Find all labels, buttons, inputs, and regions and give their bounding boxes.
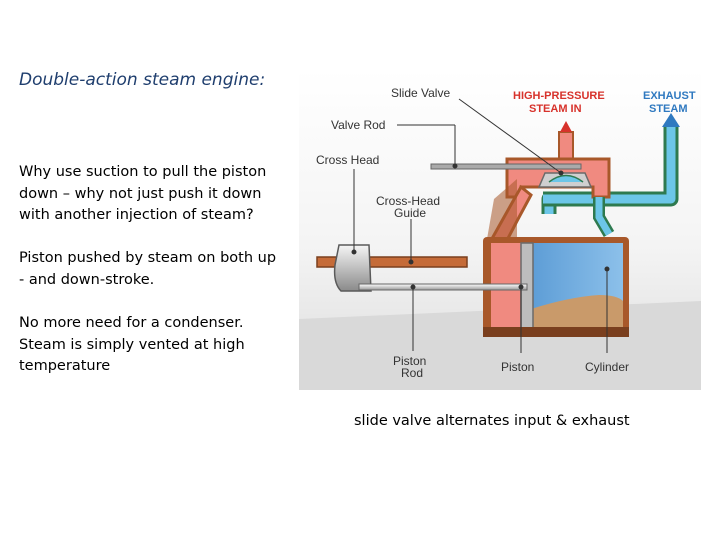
cross-head-guide-bar [316,256,468,268]
label-slide-valve: Slide Valve [391,86,450,100]
piston-rod [358,283,528,291]
label-exhaust-line1: EXHAUST [643,90,696,102]
valve-rod [430,163,582,170]
leader-dot-piston [518,284,524,290]
leader-dot-slide-valve [558,170,564,176]
label-exhaust-line2: STEAM [649,103,688,115]
paragraph-no-condenser: No more need for a condenser. Steam is s… [19,315,245,374]
leader-dot-cross-head [351,249,357,255]
label-steam-in-line2: STEAM IN [529,103,582,115]
exhaust-arrow-icon [662,113,680,127]
leader-slide-valve [458,98,562,174]
label-piston: Piston [501,360,534,374]
paragraph-both-strokes: Piston pushed by steam on both up - and … [19,250,277,288]
label-cylinder: Cylinder [585,360,629,374]
cylinder-residue [531,295,623,329]
label-cross-head: Cross Head [316,153,379,167]
leader-dot-valve-rod [452,163,458,169]
label-guide-line2: Guide [394,206,426,220]
paragraph-why-suction: Why use suction to pull the piston down … [19,164,267,223]
steam-engine-svg: Slide Valve HIGH-PRESSURE STEAM IN EXHAU… [299,69,701,390]
label-piston-rod-line1: Piston [393,354,426,368]
slide-title: Double-action steam engine: [19,70,266,90]
slide-valve-cavity [548,174,584,183]
label-guide-line1: Cross-Head [376,194,440,208]
steam-in-arrow-icon [560,121,572,132]
cross-head [333,244,372,292]
leader-dot-cylinder [604,266,610,272]
right-port [595,197,613,236]
leader-lines [351,98,610,353]
steam-inlet-pipe [558,131,574,161]
leader-dot-guide [408,259,414,265]
block-base [483,327,629,337]
leader-dot-piston-rod [410,284,416,290]
guide-casting [487,179,517,239]
diagram-caption: slide valve alternates input & exhaust [354,413,630,429]
steam-engine-diagram: Slide Valve HIGH-PRESSURE STEAM IN EXHAU… [299,69,701,390]
label-steam-in-line1: HIGH-PRESSURE [513,90,605,102]
label-valve-rod: Valve Rod [331,118,385,132]
label-piston-rod-line2: Rod [401,366,423,380]
